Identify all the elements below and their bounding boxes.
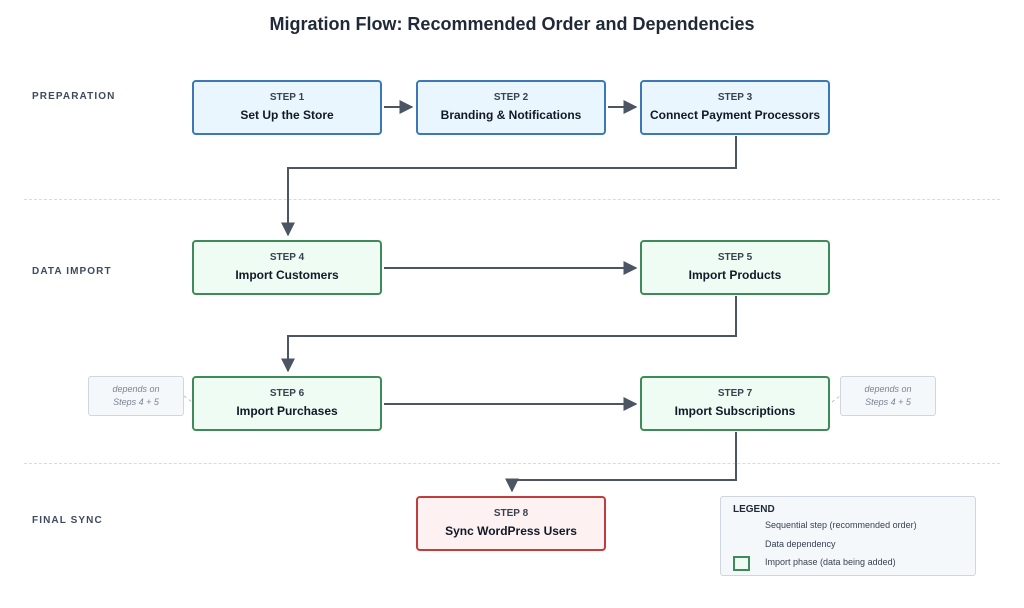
- step-name: Branding & Notifications: [440, 108, 582, 122]
- step-number: STEP 5: [717, 252, 753, 263]
- arrow-step5-to-step6: [281, 296, 737, 373]
- step-7-box: STEP 7 Import Subscriptions: [640, 376, 830, 431]
- note-line: depends on: [112, 384, 160, 394]
- step-number: STEP 7: [717, 388, 753, 399]
- step-2-box: STEP 2 Branding & Notifications: [416, 80, 606, 135]
- step-8-box: STEP 8 Sync WordPress Users: [416, 496, 606, 551]
- step-number: STEP 3: [717, 92, 753, 103]
- lane-label-preparation: PREPARATION: [32, 91, 116, 102]
- step-5-box: STEP 5 Import Products: [640, 240, 830, 295]
- step-name: Import Products: [688, 268, 782, 282]
- step-number: STEP 6: [269, 388, 305, 399]
- dependency-line-step7: [831, 395, 841, 403]
- arrow-step3-to-step4: [281, 136, 737, 237]
- step-name: Import Subscriptions: [674, 404, 796, 418]
- note-line: Steps 4 + 5: [113, 397, 159, 407]
- dependency-note-step6: depends on Steps 4 + 5: [88, 376, 184, 416]
- step-number: STEP 4: [269, 252, 305, 263]
- dependency-line-step6: [183, 395, 193, 403]
- step-3-box: STEP 3 Connect Payment Processors: [640, 80, 830, 135]
- step-1-box: STEP 1 Set Up the Store: [192, 80, 382, 135]
- diagram-title: Migration Flow: Recommended Order and De…: [269, 14, 755, 34]
- lane-divider: [24, 199, 1000, 200]
- step-number: STEP 1: [269, 92, 305, 103]
- arrow-step7-to-step8: [505, 432, 737, 493]
- lane-label-data-import: DATA IMPORT: [32, 266, 112, 277]
- legend-import-phase-label: Import phase (data being added): [765, 557, 896, 567]
- step-name: Set Up the Store: [240, 108, 334, 122]
- lane-divider: [24, 463, 1000, 464]
- dependency-note-step7: depends on Steps 4 + 5: [840, 376, 936, 416]
- step-4-box: STEP 4 Import Customers: [192, 240, 382, 295]
- step-name: Import Customers: [235, 268, 339, 282]
- legend-sequential-label: Sequential step (recommended order): [765, 520, 917, 530]
- step-name: Sync WordPress Users: [445, 524, 577, 538]
- step-name: Connect Payment Processors: [649, 108, 821, 122]
- legend-title: LEGEND: [733, 504, 775, 515]
- legend-import-swatch-icon: [733, 556, 750, 571]
- legend: LEGEND Sequential step (recommended orde…: [720, 496, 976, 576]
- legend-dependency-label: Data dependency: [765, 539, 836, 549]
- note-line: depends on: [864, 384, 912, 394]
- lane-label-final-sync: FINAL SYNC: [32, 515, 103, 526]
- step-number: STEP 8: [493, 508, 529, 519]
- step-number: STEP 2: [493, 92, 529, 103]
- step-6-box: STEP 6 Import Purchases: [192, 376, 382, 431]
- step-name: Import Purchases: [236, 404, 338, 418]
- note-line: Steps 4 + 5: [865, 397, 911, 407]
